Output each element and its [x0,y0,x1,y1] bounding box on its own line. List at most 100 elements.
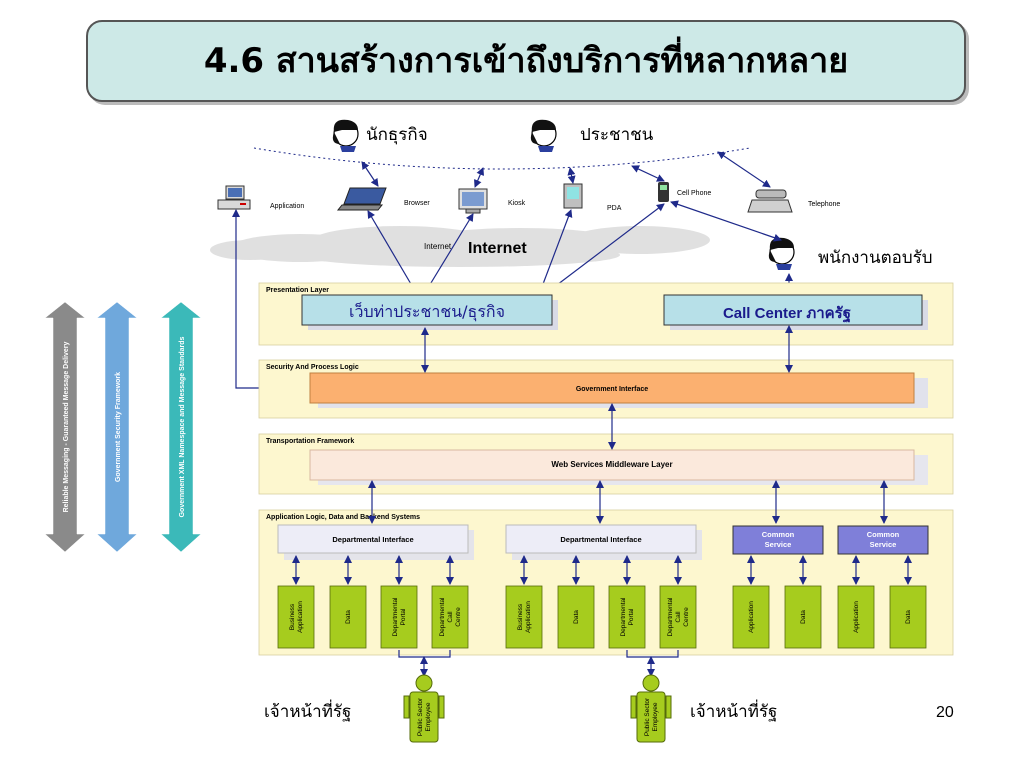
page-title: 4.6 สานสร้างการเข้าถึงบริการที่หลากหลาย [203,41,849,81]
svg-text:Service: Service [870,540,897,549]
connector-arrow [567,167,576,184]
channel-browser: Browser [404,200,430,207]
svg-text:Common: Common [762,530,795,539]
call-center-label: Call Center ภาครัฐ [723,305,851,323]
channel-telephone: Telephone [808,201,840,208]
security-layer-label: Security And Process Logic [266,364,359,371]
kiosk-monitor-icon [458,188,488,214]
svg-text:Centre: Centre [683,607,690,627]
svg-text:Application: Application [297,601,304,633]
call-center-box [663,294,923,326]
svg-text:Application: Application [853,601,860,633]
slide-number: 20 [936,704,954,721]
telephone-icon [747,189,793,213]
cloud-label: Internet [468,240,527,257]
official-left-label: เจ้าหน้าที่รัฐ [264,699,351,722]
connector-arrow [422,213,474,297]
backend-item: Data [557,585,595,649]
svg-text:Departmental: Departmental [667,597,674,637]
pda-icon [563,183,583,209]
connector-arrow [631,165,665,182]
side-arrow-2: Government Security Framework [96,301,138,553]
channel-kiosk: Kiosk [508,200,526,207]
transport-layer-label: Transportation Framework [266,438,354,445]
connector-arrow [544,203,665,295]
svg-text:Service: Service [765,540,792,549]
channel-cell-phone: Cell Phone [677,190,711,197]
svg-text:Data: Data [905,610,912,624]
connector-arrow [670,200,782,242]
channel-application: Application [270,203,304,210]
svg-text:Call: Call [447,611,454,623]
middleware-label: Web Services Middleware Layer [551,460,672,469]
backend-item: Application [732,585,770,649]
business-person-icon [332,119,359,152]
citizen-person-icon [530,119,557,152]
title-banner: 4.6 สานสร้างการเข้าถึงบริการที่หลากหลาย [86,20,966,102]
backend-item: Data [784,585,822,649]
middleware-box [309,449,915,481]
common-service-2 [837,525,929,555]
svg-text:Application: Application [525,601,532,633]
side-arrow-label: Government XML Namespace and Message Sta… [179,337,186,518]
cloud-small-label: Internet [424,242,452,251]
backend-item: Data [889,585,927,649]
application-layer-label: Application Logic, Data and Backend Syst… [266,514,420,521]
browser-laptop-icon [336,187,387,211]
employee-label: Public Sector [417,697,424,736]
connector-arrow [474,167,484,188]
backend-item: Data [329,585,367,649]
presentation-layer-label: Presentation Layer [266,287,329,294]
connector-arrow [717,151,771,188]
side-arrow-label: Reliable Messaging - Guaranteed Message … [63,342,70,513]
side-arrow-3: Government XML Namespace and Message Sta… [160,301,202,553]
channel-pda: PDA [607,205,622,212]
connector-arrow [367,210,419,297]
svg-text:Departmental: Departmental [439,597,446,637]
svg-text:Employee: Employee [425,702,432,731]
portal-box [301,294,553,326]
departmental-interface-2-label: Departmental Interface [560,535,641,544]
cell-phone-icon [658,182,669,202]
side-arrow-label: Government Security Framework [115,372,122,482]
internet-cloud [210,226,710,267]
government-interface-label: Government Interface [576,386,648,393]
departmental-interface-1-label: Departmental Interface [332,535,413,544]
employee-label: Public Sector [644,697,651,736]
svg-text:Business: Business [289,603,296,630]
official-right-label: เจ้าหน้าที่รัฐ [690,699,777,722]
portal-label: เว็บท่าประชาชน/ธุรกิจ [349,301,505,322]
svg-text:Employee: Employee [652,702,659,731]
svg-text:Common: Common [867,530,900,539]
svg-text:Portal: Portal [400,608,407,626]
svg-text:Data: Data [573,610,580,624]
application-computer-icon [217,185,251,210]
government-interface-box [309,372,915,404]
svg-text:Departmental: Departmental [620,597,627,637]
common-service-1 [732,525,824,555]
svg-text:Portal: Portal [628,608,635,626]
departmental-interface-2 [505,524,697,554]
business-label: นักธุรกิจ [366,125,428,145]
citizen-label: ประชาชน [580,125,654,145]
departmental-interface-1 [277,524,469,554]
svg-text:Call: Call [675,611,682,623]
svg-text:Business: Business [517,603,524,630]
operator-person-icon [768,237,795,270]
side-arrow-1: Reliable Messaging - Guaranteed Message … [44,301,86,553]
user-boundary-arc [253,147,751,170]
connector-arrow [361,161,379,187]
backend-item: Application [837,585,875,649]
operator-label: พนักงานตอบรับ [818,248,933,268]
svg-text:Departmental: Departmental [392,597,399,637]
svg-text:Application: Application [748,601,755,633]
